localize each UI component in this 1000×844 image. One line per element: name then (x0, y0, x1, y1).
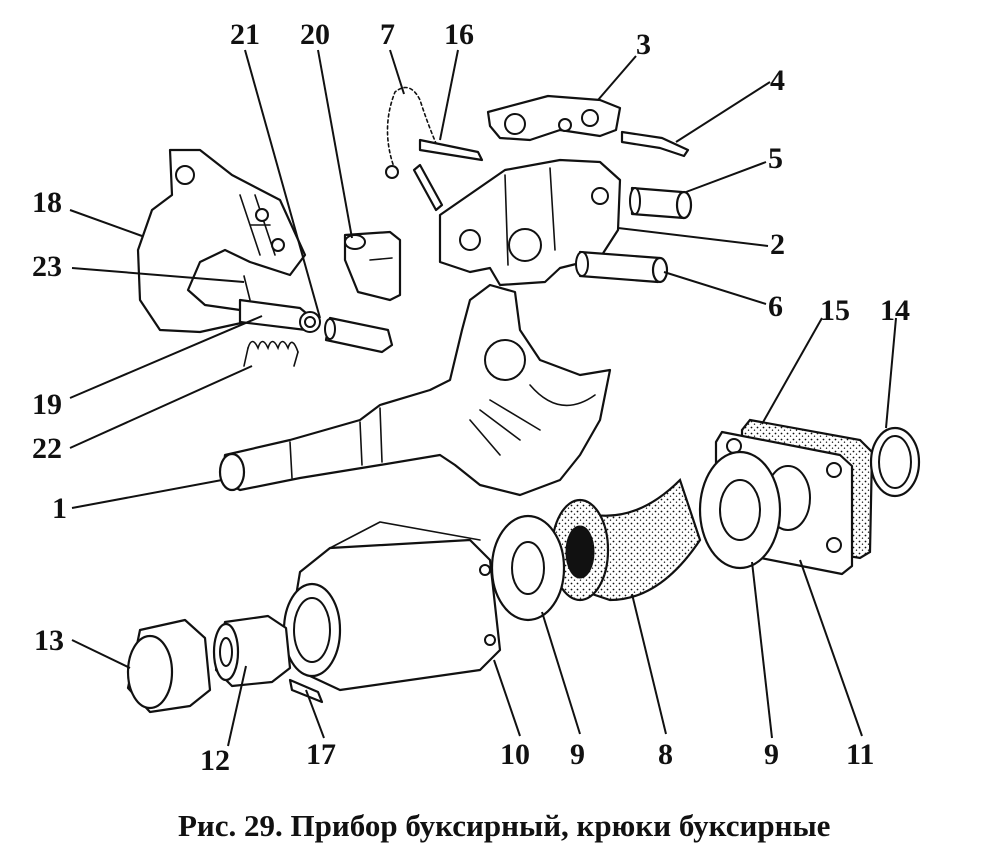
label-3: 3 (636, 28, 651, 61)
washer-part-9-left (490, 514, 566, 622)
label-1: 1 (52, 492, 67, 525)
key-part-4 (620, 130, 690, 158)
chain-part-7 (385, 86, 439, 179)
leader-lines (69, 49, 897, 747)
ring-part-14 (869, 426, 921, 498)
pin-part-6 (575, 250, 669, 284)
label-17: 17 (306, 738, 336, 771)
label-9-left: 9 (570, 738, 585, 771)
label-10: 10 (500, 738, 530, 771)
label-23: 23 (32, 250, 62, 283)
number-labels: 21 20 7 16 3 4 5 2 6 15 14 18 23 19 22 1… (32, 18, 910, 777)
label-11: 11 (846, 738, 874, 771)
label-14: 14 (880, 294, 910, 327)
lock-bracket-part-3 (486, 94, 622, 142)
washer-part-9-right (698, 450, 782, 570)
label-7: 7 (380, 18, 395, 51)
pin-part-21 (324, 316, 394, 354)
label-12: 12 (200, 744, 230, 777)
clevis-bracket-part-2 (438, 158, 622, 287)
hook-part-1 (218, 283, 612, 497)
label-21: 21 (230, 18, 260, 51)
housing-part-10 (282, 521, 502, 692)
label-15: 15 (820, 294, 850, 327)
label-4: 4 (770, 64, 785, 97)
pin-part-19 (238, 275, 321, 333)
latch-plate-part-18 (136, 148, 307, 334)
label-6: 6 (768, 290, 783, 323)
label-16: 16 (444, 18, 474, 51)
label-2: 2 (770, 228, 785, 261)
label-18: 18 (32, 186, 62, 219)
pin-part-16 (412, 138, 484, 212)
cap-part-13 (126, 618, 212, 714)
castle-nut-part-12 (212, 614, 292, 688)
sleeve-part-20 (343, 230, 402, 302)
label-8: 8 (658, 738, 673, 771)
figure-caption: Рис. 29. Прибор буксирный, крюки буксирн… (178, 808, 830, 843)
label-22: 22 (32, 432, 62, 465)
label-9-right: 9 (764, 738, 779, 771)
pin-part-5 (629, 186, 693, 220)
bushing-part-8 (550, 477, 702, 602)
spring-part-22 (243, 340, 299, 367)
label-13: 13 (34, 624, 64, 657)
label-19: 19 (32, 388, 62, 421)
label-5: 5 (768, 142, 783, 175)
label-20: 20 (300, 18, 330, 51)
